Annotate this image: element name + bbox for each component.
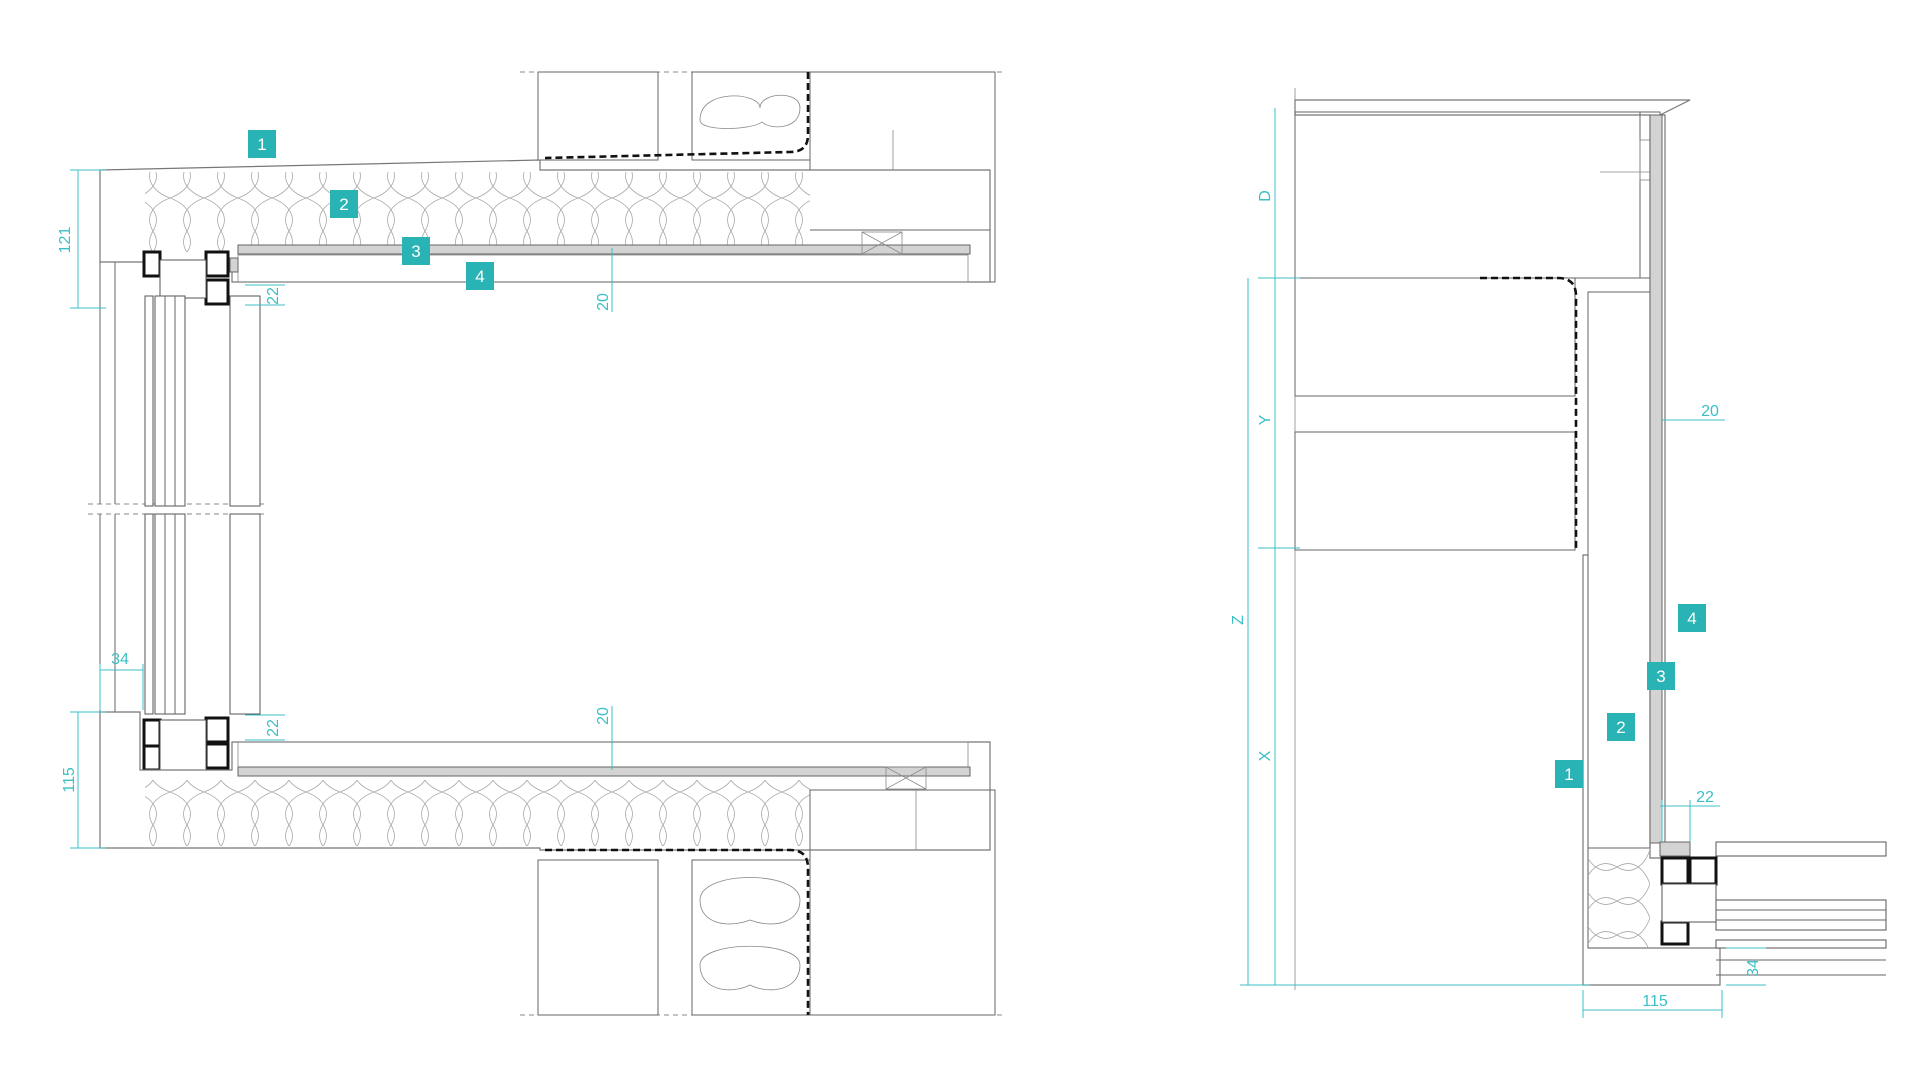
outer-glazing-bottom	[144, 513, 154, 715]
top-concrete-slab	[1294, 111, 1641, 279]
bottom-insulation	[145, 780, 810, 846]
bottom-block-void-2	[699, 945, 801, 991]
dim-22-bottom-label: 22	[265, 719, 282, 737]
dim-22-top-label: 22	[265, 287, 282, 305]
jamb-outer-glazing	[1715, 939, 1887, 949]
svg-text:2: 2	[339, 195, 348, 214]
top-hollow-block	[691, 71, 811, 161]
dim-X: X	[1257, 547, 1300, 985]
top-air-membrane	[544, 72, 810, 160]
dim-20-top-label: 20	[595, 293, 612, 311]
wall-insulation-block	[1294, 277, 1576, 397]
jamb-frame-profile-2	[1688, 856, 1718, 886]
inner-reveal-bottom	[229, 513, 261, 715]
top-frame-profile-2	[204, 250, 230, 278]
dim-D: D	[1257, 108, 1276, 278]
bottom-frame-profile-3	[204, 742, 230, 770]
dim-Z-label: Z	[1230, 615, 1247, 625]
dim-22-right: 22	[1660, 789, 1720, 842]
jamb-glass-unit	[1715, 899, 1887, 931]
dim-115-left-label: 115	[61, 767, 78, 793]
dim-22-top: 22	[245, 284, 285, 306]
right-air-membrane	[1480, 276, 1578, 548]
dim-115-right-label: 115	[1642, 993, 1668, 1010]
dim-22-bottom: 22	[245, 714, 285, 741]
top-sash	[159, 259, 207, 299]
svg-text:3: 3	[1656, 667, 1665, 686]
dim-D-label: D	[1257, 190, 1274, 202]
vertical-insulation	[1587, 291, 1651, 849]
left-tag-1: 1	[248, 130, 276, 158]
bottom-board-strip	[237, 766, 971, 777]
top-board-strip	[237, 244, 971, 255]
bottom-air-membrane	[545, 848, 810, 1015]
dim-20-top: 20	[595, 248, 613, 312]
svg-text:1: 1	[1564, 765, 1573, 784]
top-brick-1	[537, 71, 659, 161]
bottom-frame-profile-1	[142, 718, 162, 748]
top-frame-profile-3	[204, 278, 230, 306]
dim-20-right-label: 20	[1701, 403, 1719, 420]
bottom-hollow-block	[691, 859, 811, 1016]
outer-glazing-top	[144, 295, 154, 507]
jamb-frame-profile-3	[1660, 920, 1690, 946]
lower-concrete-slab	[1294, 431, 1576, 551]
right-section-detail: D Y Z X 20 22 34	[1230, 88, 1887, 1018]
top-fixing-bracket	[861, 231, 903, 255]
dim-34-right-label: 34	[1745, 959, 1762, 977]
svg-text:4: 4	[475, 267, 484, 286]
dim-X-label: X	[1257, 750, 1274, 761]
right-tag-2: 2	[1607, 713, 1635, 741]
dim-Y-label: Y	[1257, 414, 1274, 425]
dim-20-bottom: 20	[595, 706, 613, 770]
dim-115-right: 115	[1582, 990, 1723, 1018]
right-tag-3: 3	[1647, 662, 1675, 690]
dim-34: 34	[99, 651, 144, 710]
jamb-sash	[1661, 883, 1717, 923]
dim-20-bottom-label: 20	[595, 707, 612, 725]
right-tag-1: 1	[1555, 760, 1583, 788]
top-insulation	[145, 172, 810, 252]
top-block-void	[699, 94, 801, 129]
top-cladding-shell	[1294, 99, 1691, 859]
svg-text:3: 3	[411, 242, 420, 261]
dim-121: 121	[57, 169, 106, 309]
dim-Y: Y	[1257, 277, 1300, 548]
bottom-sash	[159, 719, 207, 771]
vertical-board	[1649, 114, 1663, 844]
dim-22-right-label: 22	[1696, 789, 1714, 806]
left-tag-3: 3	[402, 237, 430, 265]
dim-Z: Z	[1230, 278, 1590, 986]
bottom-brick-1	[537, 859, 659, 1016]
bottom-frame-profile-2	[204, 716, 230, 744]
left-section-detail: 121 22 20 34 22 20 1	[57, 71, 1005, 1016]
jamb-inner-reveal	[1715, 841, 1887, 857]
right-tag-4: 4	[1678, 604, 1706, 632]
dim-20-right: 20	[1662, 403, 1725, 421]
bottom-block-void-1	[699, 877, 801, 925]
left-tag-2: 2	[330, 190, 358, 218]
svg-text:2: 2	[1616, 718, 1625, 737]
bottom-fixing-bracket	[885, 766, 927, 790]
left-tag-4: 4	[466, 262, 494, 290]
svg-text:4: 4	[1687, 609, 1696, 628]
dim-34-right: 34	[1726, 947, 1766, 986]
insulated-glass-unit-top	[154, 295, 186, 507]
bottom-frame-profile-4	[142, 744, 162, 772]
top-frame-profile-1	[142, 250, 162, 278]
inner-reveal-top	[229, 295, 261, 507]
dim-115-left: 115	[61, 711, 106, 849]
dim-34-label: 34	[111, 651, 129, 668]
insulated-glass-unit-bottom	[154, 513, 186, 715]
dim-121-label: 121	[57, 227, 74, 254]
svg-text:1: 1	[257, 135, 266, 154]
jamb-frame-profile-1	[1660, 856, 1690, 886]
